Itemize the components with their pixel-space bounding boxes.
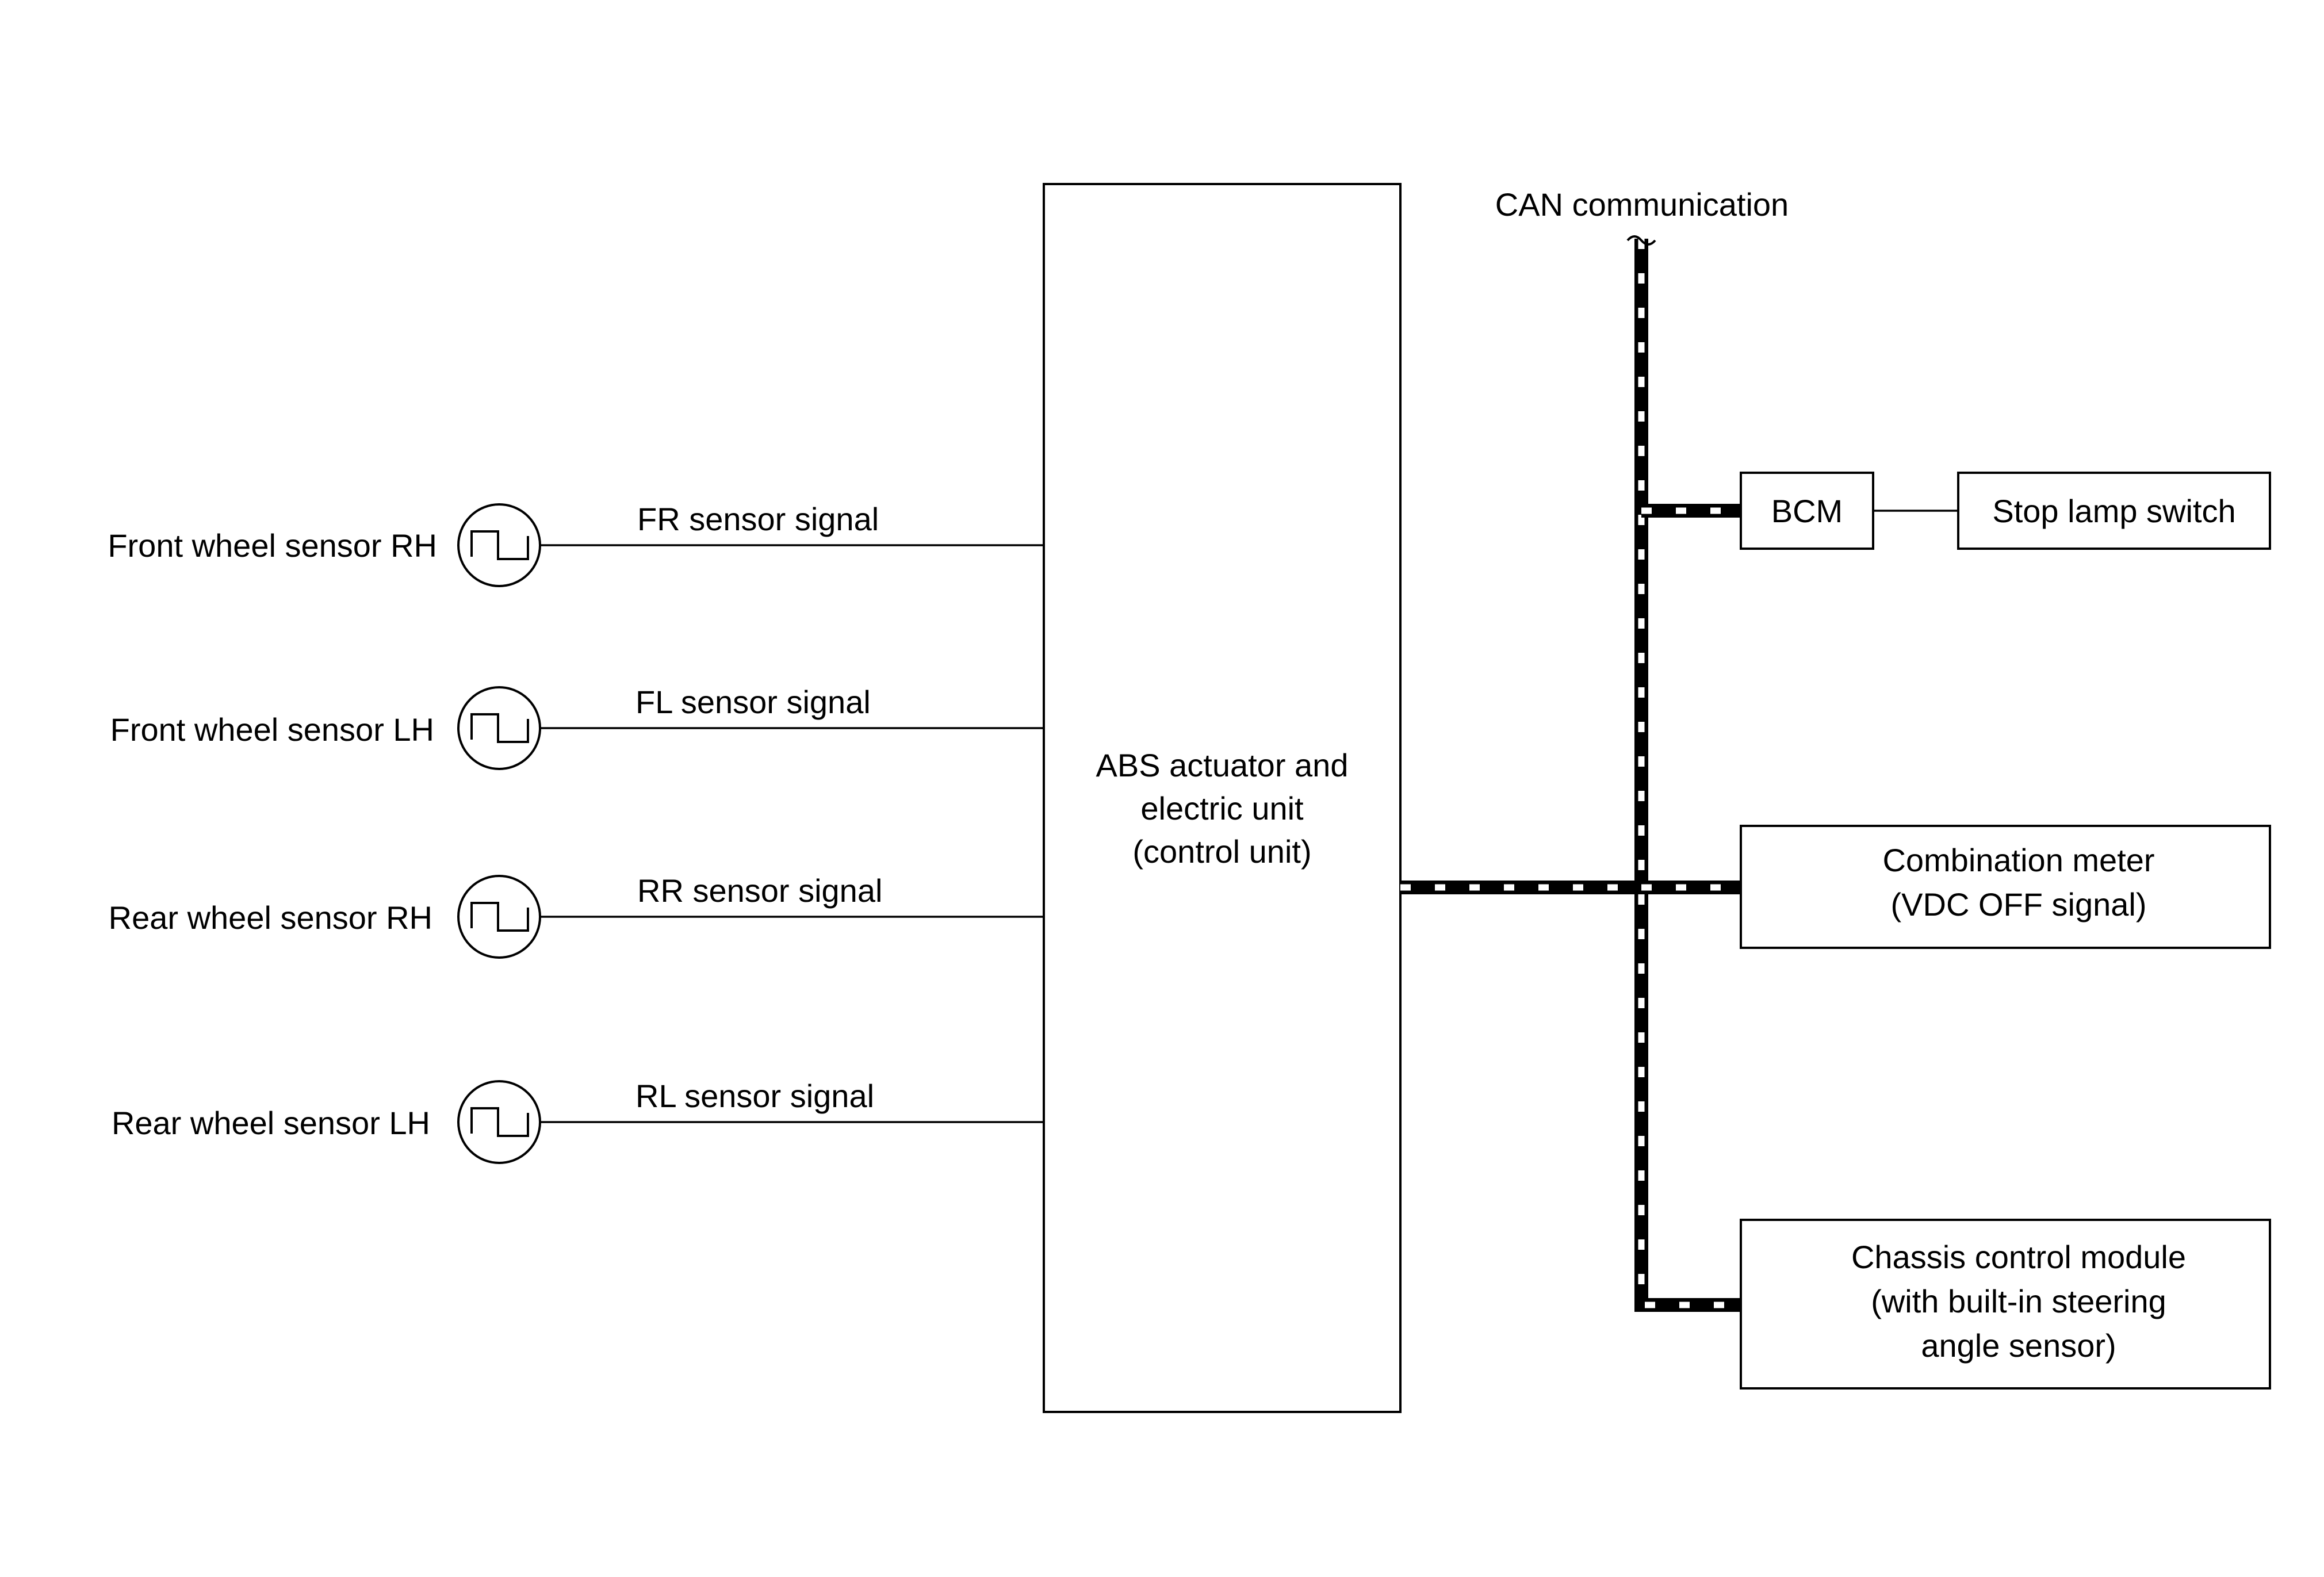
abs-unit-label-line1: ABS actuator and bbox=[1096, 747, 1349, 783]
sensor-name: Rear wheel sensor RH bbox=[109, 899, 432, 936]
combination-meter-box bbox=[1740, 825, 2271, 949]
sensor-name: Rear wheel sensor LH bbox=[112, 1105, 430, 1141]
pulse-signal-icon bbox=[470, 713, 529, 743]
sensor-row-front-rh: Front wheel sensor RH FR sensor signal bbox=[108, 501, 1044, 587]
chassis-control-label-line1: Chassis control module bbox=[1851, 1239, 2186, 1275]
combination-meter-label-line2: (VDC OFF signal) bbox=[1891, 886, 2147, 923]
sensor-row-rear-rh: Rear wheel sensor RH RR sensor signal bbox=[109, 872, 1044, 959]
pulse-signal-icon bbox=[470, 902, 529, 932]
sensor-name: Front wheel sensor LH bbox=[110, 711, 434, 748]
signal-label: FL sensor signal bbox=[635, 684, 871, 720]
stop-lamp-switch-box bbox=[1957, 472, 2271, 550]
combination-meter-label-line1: Combination meter bbox=[1882, 842, 2154, 878]
can-communication-label: CAN communication bbox=[1495, 186, 1789, 223]
sensor-row-rear-lh: Rear wheel sensor LH RL sensor signal bbox=[112, 1078, 1044, 1164]
can-bus bbox=[1400, 235, 1741, 1312]
bcm-label: BCM bbox=[1771, 493, 1843, 529]
chassis-control-label-line3: angle sensor) bbox=[1921, 1327, 2116, 1364]
stop-lamp-switch-label: Stop lamp switch bbox=[1992, 493, 2235, 529]
abs-unit-label-line2: electric unit bbox=[1140, 790, 1304, 826]
can-bus-end-tilde bbox=[1626, 235, 1656, 246]
abs-control-unit-box bbox=[1043, 183, 1402, 1413]
chassis-control-label-line2: (with built-in steering bbox=[1871, 1283, 2166, 1319]
can-bus-trunk bbox=[1634, 239, 1741, 1312]
can-bus-trunk-pattern bbox=[1638, 239, 1741, 1308]
pulse-signal-icon bbox=[470, 1107, 529, 1137]
pulse-signal-icon bbox=[470, 530, 529, 560]
sensor-row-front-lh: Front wheel sensor LH FL sensor signal bbox=[110, 684, 1044, 770]
signal-label: RR sensor signal bbox=[637, 872, 882, 909]
abs-unit-label-line3: (control unit) bbox=[1132, 833, 1311, 870]
bcm-box bbox=[1740, 472, 1874, 550]
sensor-name: Front wheel sensor RH bbox=[108, 527, 437, 564]
chassis-control-module-box bbox=[1740, 1219, 2271, 1390]
signal-label: RL sensor signal bbox=[635, 1078, 874, 1114]
signal-label: FR sensor signal bbox=[637, 501, 879, 537]
